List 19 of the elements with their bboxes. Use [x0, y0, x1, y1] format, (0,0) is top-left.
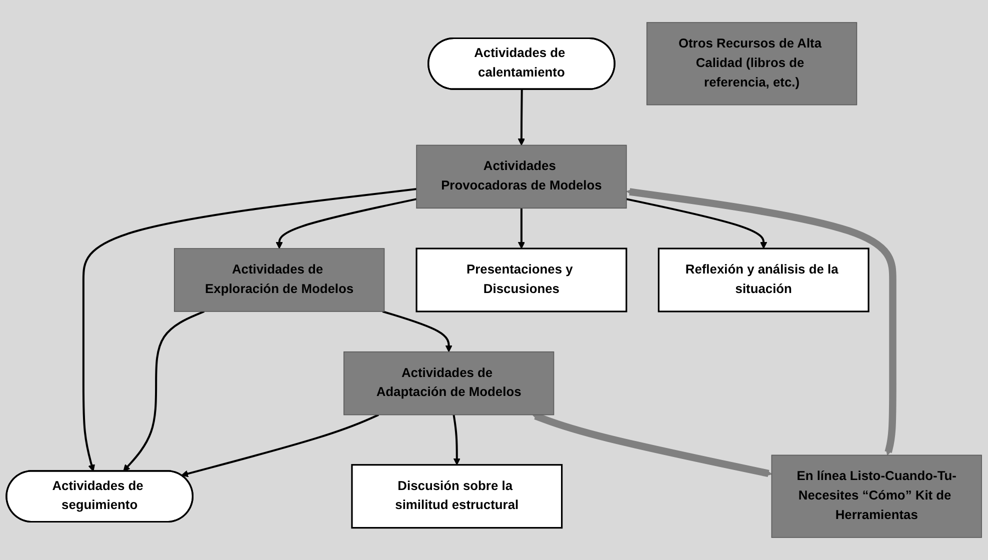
- node-box: Actividades de Exploración de Modelos: [174, 248, 385, 312]
- node-box: Reflexión y análisis de la situación: [658, 248, 870, 312]
- arrow: [626, 198, 768, 249]
- arrow: [181, 414, 380, 478]
- arrow: [123, 310, 205, 472]
- node-box: Otros Recursos de Alta Calidad (libros de referencia, etc.): [646, 22, 858, 106]
- node-box: Actividades Provocadoras de Modelos: [416, 144, 627, 209]
- arrow: [452, 414, 460, 466]
- arrow: [276, 198, 417, 249]
- arrow: [626, 188, 896, 456]
- arrow: [518, 208, 525, 249]
- node-box: Discusión sobre la similitud estructural: [351, 464, 563, 529]
- arrow: [382, 310, 452, 352]
- arrow: [518, 90, 525, 146]
- node-box: En línea Listo-Cuando-Tu-Necesites “Cómo” Kit de Herramientas: [771, 454, 982, 538]
- node-box: Actividades de Adaptación de Modelos: [343, 351, 554, 416]
- arrow: [82, 188, 417, 472]
- arrow: [532, 412, 772, 478]
- node-box: Presentaciones y Discusiones: [416, 248, 628, 312]
